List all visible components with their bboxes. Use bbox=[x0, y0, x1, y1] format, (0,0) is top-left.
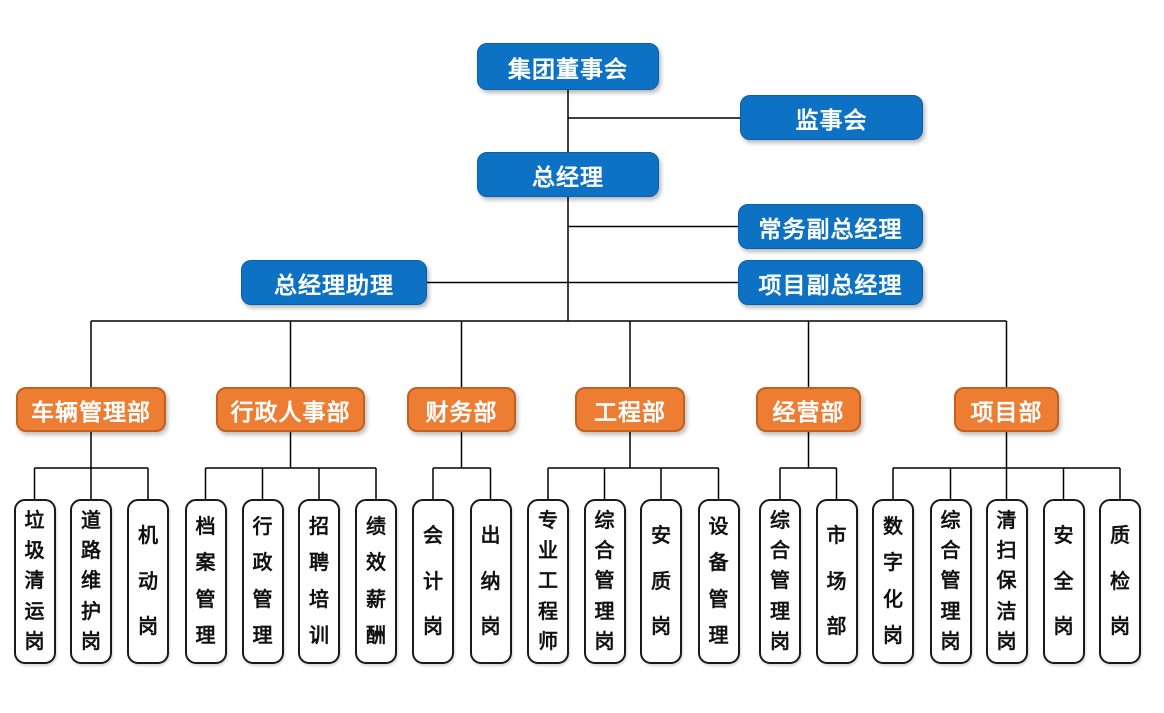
position-market: 市场部 bbox=[815, 499, 858, 664]
position-digitalization: 数字化岗 bbox=[872, 499, 914, 664]
position-professional-engineer: 专业工程师 bbox=[527, 499, 569, 664]
position-accounting: 会计岗 bbox=[412, 499, 454, 664]
dept-finance: 财务部 bbox=[407, 387, 516, 432]
position-road-maintenance: 道路维护岗 bbox=[70, 499, 112, 664]
position-general-management-operations: 综合管理岗 bbox=[759, 499, 801, 664]
position-performance-compensation: 绩效薪酬 bbox=[355, 499, 397, 664]
position-cashier: 出纳岗 bbox=[469, 499, 512, 664]
position-mobile-duty: 机动岗 bbox=[127, 499, 169, 664]
dept-admin-hr: 行政人事部 bbox=[216, 387, 365, 432]
position-equipment-management: 设备管理 bbox=[697, 499, 740, 664]
dept-vehicle-management: 车辆管理部 bbox=[16, 387, 166, 432]
position-garbage-removal: 垃圾清运岗 bbox=[13, 499, 56, 664]
position-sweeping-cleaning: 清扫保洁岗 bbox=[985, 499, 1028, 664]
position-general-management-engineering: 综合管理岗 bbox=[583, 499, 626, 664]
dept-project: 项目部 bbox=[954, 387, 1059, 432]
node-general-manager: 总经理 bbox=[477, 152, 659, 197]
dept-engineering: 工程部 bbox=[575, 387, 685, 432]
node-group-board: 集团董事会 bbox=[477, 43, 659, 90]
node-executive-deputy-gm: 常务副总经理 bbox=[738, 204, 923, 249]
position-archives-management: 档案管理 bbox=[184, 499, 227, 664]
position-quality-inspection: 质检岗 bbox=[1099, 499, 1141, 664]
dept-operations: 经营部 bbox=[756, 387, 861, 432]
position-recruitment-training: 招聘培训 bbox=[298, 499, 340, 664]
position-general-management-project: 综合管理岗 bbox=[929, 499, 972, 664]
node-gm-assistant: 总经理助理 bbox=[241, 260, 427, 305]
node-project-deputy-gm: 项目副总经理 bbox=[738, 260, 923, 305]
position-safety-quality: 安质岗 bbox=[640, 499, 682, 664]
position-admin-management: 行政管理 bbox=[241, 499, 284, 664]
position-safety: 安全岗 bbox=[1042, 499, 1085, 664]
node-supervisory-board: 监事会 bbox=[740, 95, 923, 140]
